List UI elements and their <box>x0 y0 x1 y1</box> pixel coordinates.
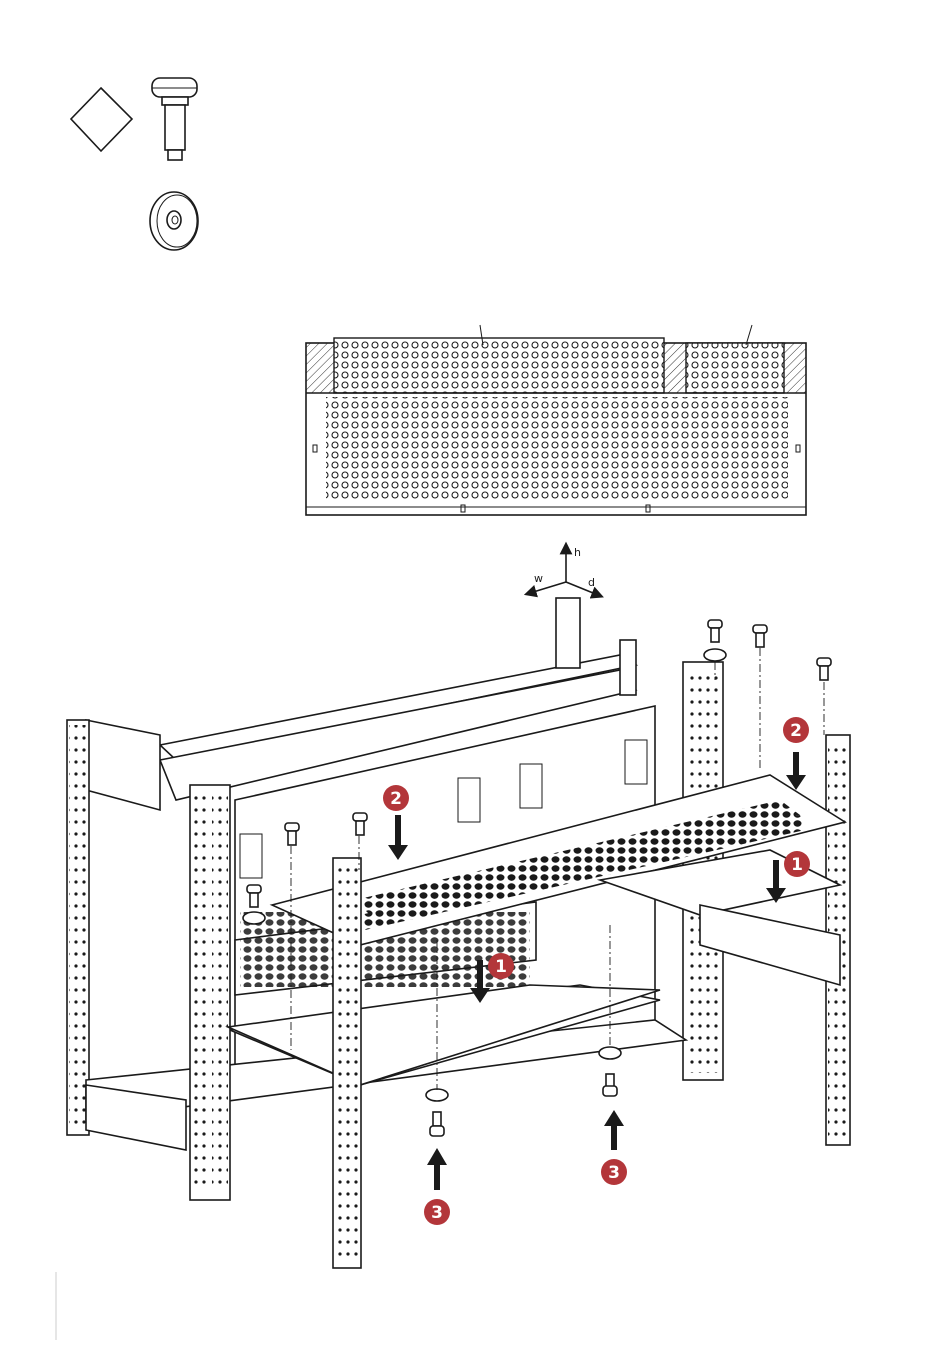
bolt-icon <box>152 78 197 160</box>
step-badge-2b: 2 <box>783 717 809 743</box>
svg-text:3: 3 <box>431 1203 443 1223</box>
step-badge-1a: 1 <box>784 851 810 877</box>
screw-top-2 <box>753 625 767 647</box>
washer-icon <box>150 192 198 250</box>
arrow-up-2 <box>604 1110 624 1150</box>
diamond-icon <box>71 88 132 151</box>
axis-label-d: d <box>588 576 595 589</box>
front-middle-upright <box>333 858 361 1268</box>
arrow-down-2 <box>786 752 806 790</box>
svg-text:3: 3 <box>608 1163 620 1183</box>
screw-bottom-2 <box>603 1074 617 1096</box>
svg-text:2: 2 <box>390 789 402 809</box>
washer-top <box>704 649 726 661</box>
parts-legend <box>71 78 198 250</box>
perforated-panel <box>306 325 806 515</box>
step-badge-3a: 3 <box>424 1199 450 1225</box>
step-badge-3b: 3 <box>601 1159 627 1185</box>
svg-text:1: 1 <box>791 855 803 875</box>
screw-top-3 <box>817 658 831 680</box>
step-badge-2a: 2 <box>383 785 409 811</box>
axis-indicator: h w d <box>530 546 598 595</box>
axis-label-w: w <box>534 572 543 585</box>
washer-bottom-1 <box>426 1089 448 1101</box>
svg-text:1: 1 <box>495 957 507 977</box>
washer-mid <box>243 912 265 924</box>
screw-bottom-1 <box>430 1112 444 1136</box>
step-badge-1b: 1 <box>488 953 514 979</box>
screw-top-1 <box>708 620 722 642</box>
washer-bottom-2 <box>599 1047 621 1059</box>
axis-label-h: h <box>574 546 581 559</box>
arrow-up-1 <box>427 1148 447 1190</box>
svg-text:2: 2 <box>790 721 802 741</box>
